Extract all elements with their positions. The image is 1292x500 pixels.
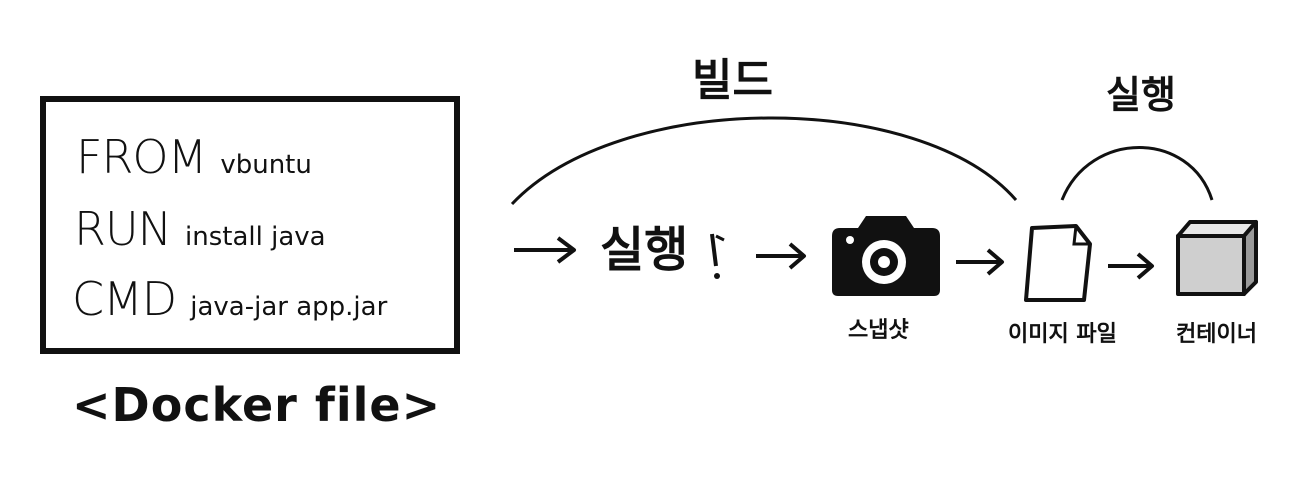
dockerfile-arg: vbuntu xyxy=(220,150,312,180)
file-icon xyxy=(1024,224,1092,302)
dockerfile-arg: java-jar app.jar xyxy=(190,292,388,322)
dockerfile-caption: <Docker file> xyxy=(72,378,442,432)
exec-step-label: 실행 xyxy=(600,222,689,278)
build-label: 빌드 xyxy=(692,55,773,106)
image-file-label: 이미지 파일 xyxy=(1008,322,1117,347)
dockerfile-keyword: CMD xyxy=(72,272,177,326)
dockerfile-line-from: FROM vbuntu xyxy=(76,130,312,184)
arrow-icon xyxy=(514,236,576,264)
camera-icon xyxy=(832,216,940,296)
arrow-icon xyxy=(1108,252,1154,280)
dockerfile-arg: install java xyxy=(185,222,326,252)
dockerfile-line-cmd: CMD java-jar app.jar xyxy=(72,272,387,326)
exclaim-icon xyxy=(710,233,725,279)
box-icon xyxy=(1176,220,1258,296)
build-arc xyxy=(510,116,1018,206)
dockerfile-keyword: RUN xyxy=(74,202,172,256)
run-arc xyxy=(1060,146,1214,201)
dockerfile-box xyxy=(40,96,460,354)
arrow-icon xyxy=(956,248,1004,276)
arrow-icon xyxy=(756,242,806,270)
container-label: 컨테이너 xyxy=(1176,322,1257,347)
run-label: 실행 xyxy=(1106,73,1176,117)
snapshot-label: 스냅샷 xyxy=(848,318,909,343)
dockerfile-keyword: FROM xyxy=(76,130,207,184)
dockerfile-line-run: RUN install java xyxy=(74,202,326,256)
